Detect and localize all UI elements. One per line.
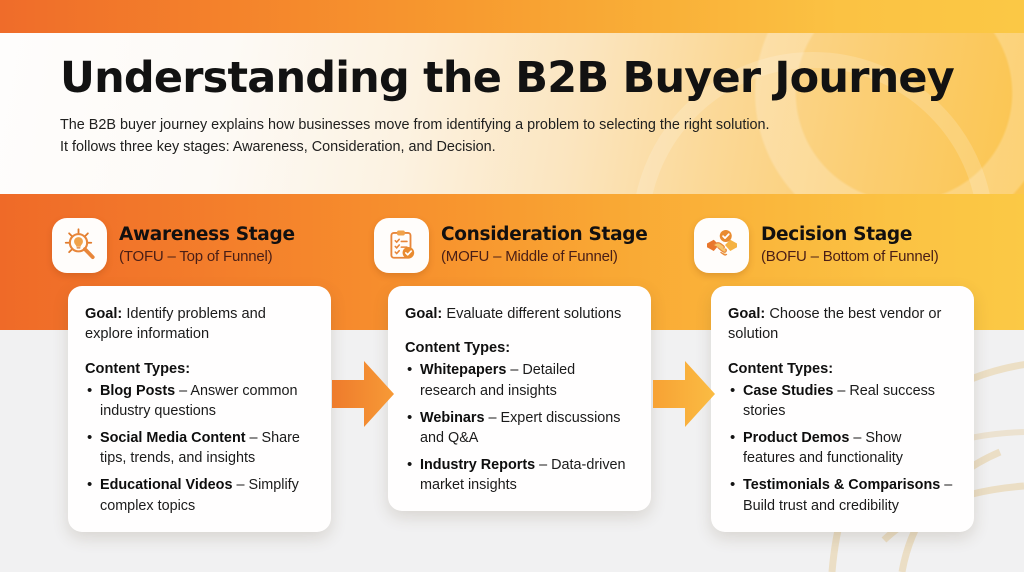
goal-value-awareness: Identify problems and explore informatio… (85, 306, 266, 343)
content-type-desc: – Detailed research and insights (420, 362, 576, 399)
goal-text-decision: Goal: Choose the best vendor or solution (728, 304, 957, 345)
stage-title-block-decision: Decision Stage (BOFU – Bottom of Funnel) (761, 224, 939, 265)
content-type-term: Social Media Content (100, 430, 246, 447)
content-types-list-awareness: Blog Posts – Answer common industry ques… (85, 380, 314, 516)
handshake-check-icon (694, 217, 749, 273)
goal-value-consideration: Evaluate different solutions (442, 306, 622, 322)
stage-card-awareness: Goal: Identify problems and explore info… (68, 286, 331, 532)
list-item: Blog Posts – Answer common industry ques… (85, 380, 314, 421)
goal-label-awareness: Goal: (85, 306, 123, 322)
list-item: Product Demos – Show features and functi… (728, 427, 957, 468)
magnifier-lightbulb-icon (52, 217, 107, 273)
page-subtitle: The B2B buyer journey explains how busin… (60, 115, 940, 159)
content-type-term: Case Studies (743, 382, 834, 399)
stage-column-decision: Decision Stage (BOFU – Bottom of Funnel)… (694, 194, 994, 532)
content-types-label-awareness: Content Types: (85, 360, 191, 377)
content-types-label-consideration: Content Types: (405, 340, 511, 357)
list-item: Case Studies – Real success stories (728, 380, 957, 421)
stage-column-consideration: Consideration Stage (MOFU – Middle of Fu… (374, 194, 674, 512)
stage-header-decision: Decision Stage (BOFU – Bottom of Funnel) (694, 194, 994, 286)
content-type-desc: – Answer common industry questions (100, 382, 298, 419)
page-subtitle-line-1: The B2B buyer journey explains how busin… (60, 117, 770, 134)
stage-card-consideration: Goal: Evaluate different solutions Conte… (388, 286, 651, 512)
content-types-list-decision: Case Studies – Real success stories Prod… (728, 380, 957, 516)
stage-header-awareness: Awareness Stage (TOFU – Top of Funnel) (52, 194, 352, 286)
stage-name-decision: Decision Stage (761, 224, 913, 246)
content-type-term: Educational Videos (100, 477, 233, 494)
stage-column-awareness: Awareness Stage (TOFU – Top of Funnel) G… (52, 194, 352, 532)
stage-name-consideration: Consideration Stage (441, 224, 648, 246)
goal-label-decision: Goal: (728, 306, 766, 322)
content-type-desc: – Share tips, trends, and insights (100, 430, 300, 467)
list-item: Whitepapers – Detailed research and insi… (405, 359, 634, 400)
stage-funnel-awareness: (TOFU – Top of Funnel) (119, 248, 273, 266)
list-item: Testimonials & Comparisons – Build trust… (728, 474, 957, 515)
stages-container: Awareness Stage (TOFU – Top of Funnel) G… (0, 194, 1024, 572)
content-type-desc: – Data-driven market insights (420, 457, 626, 494)
stage-funnel-decision: (BOFU – Bottom of Funnel) (761, 248, 939, 266)
goal-text-awareness: Goal: Identify problems and explore info… (85, 304, 314, 345)
content-type-term: Industry Reports (420, 457, 536, 474)
content-type-desc: – Expert discussions and Q&A (420, 409, 621, 446)
content-type-term: Webinars (420, 409, 485, 426)
stage-header-consideration: Consideration Stage (MOFU – Middle of Fu… (374, 194, 674, 286)
page-title: Understanding the B2B Buyer Journey (60, 53, 955, 103)
stage-name-awareness: Awareness Stage (119, 224, 295, 246)
stage-title-block-awareness: Awareness Stage (TOFU – Top of Funnel) (119, 224, 295, 265)
goal-value-decision: Choose the best vendor or solution (728, 306, 942, 343)
goal-text-consideration: Goal: Evaluate different solutions (405, 304, 634, 324)
content-type-term: Whitepapers (420, 362, 507, 379)
stage-funnel-consideration: (MOFU – Middle of Funnel) (441, 248, 618, 266)
list-item: Industry Reports – Data-driven market in… (405, 454, 634, 495)
content-type-term: Product Demos (743, 430, 850, 447)
hero-band: Understanding the B2B Buyer Journey The … (0, 33, 1024, 194)
content-types-list-consideration: Whitepapers – Detailed research and insi… (405, 359, 634, 495)
content-types-label-decision: Content Types: (728, 360, 834, 377)
arrow-awareness-to-consideration (332, 361, 394, 427)
list-item: Educational Videos – Simplify complex to… (85, 474, 314, 515)
clipboard-check-icon (374, 217, 429, 273)
content-type-term: Testimonials & Comparisons (743, 477, 941, 494)
content-type-term: Blog Posts (100, 382, 176, 399)
top-accent-strip (0, 0, 1024, 33)
arrow-consideration-to-decision (653, 361, 715, 427)
list-item: Social Media Content – Share tips, trend… (85, 427, 314, 468)
content-type-desc: – Simplify complex topics (100, 477, 299, 514)
list-item: Webinars – Expert discussions and Q&A (405, 407, 634, 448)
goal-label-consideration: Goal: (405, 306, 443, 322)
stage-card-decision: Goal: Choose the best vendor or solution… (711, 286, 974, 532)
page-subtitle-line-2: It follows three key stages: Awareness, … (60, 139, 496, 156)
stage-title-block-consideration: Consideration Stage (MOFU – Middle of Fu… (441, 224, 648, 266)
